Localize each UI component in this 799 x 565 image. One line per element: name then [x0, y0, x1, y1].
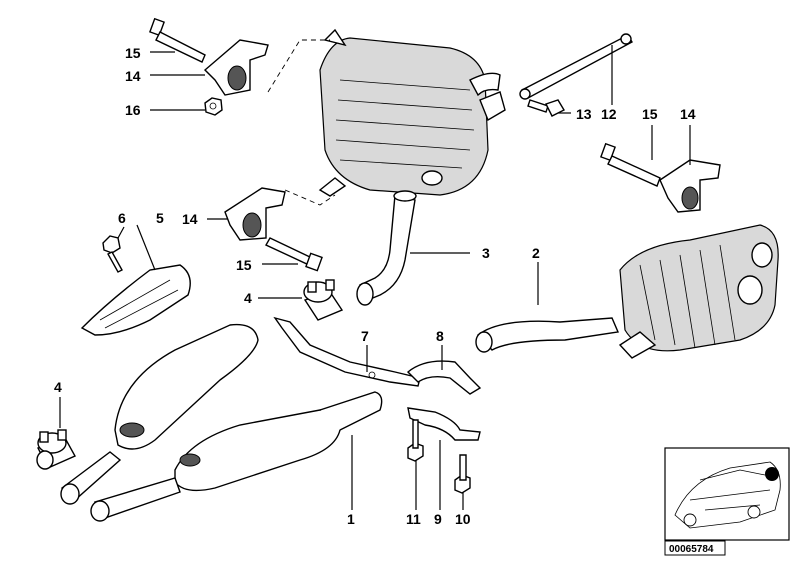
front-silencer-assembly — [60, 323, 383, 522]
bolt-13 — [527, 99, 565, 117]
rear-silencer-right — [475, 224, 779, 359]
connection-lines — [267, 39, 336, 206]
callout-15-top-right: 15 — [642, 106, 658, 122]
bolt-15b — [600, 142, 661, 187]
callout-12: 12 — [601, 106, 617, 122]
pipe-clamp-4b — [36, 429, 76, 470]
highlight-marker-icon — [765, 467, 779, 481]
nut-16 — [204, 97, 223, 116]
callout-4-middle: 4 — [244, 290, 252, 306]
heat-shield-5 — [80, 264, 191, 336]
callout-8: 8 — [436, 328, 444, 344]
tailpipe-section-3 — [356, 190, 417, 306]
screw-10 — [454, 454, 471, 494]
callout-16: 16 — [125, 102, 141, 118]
diagram-reference-number: 00065784 — [669, 544, 714, 555]
callout-14-middle: 14 — [182, 211, 198, 227]
callout-5: 5 — [156, 210, 164, 226]
rubber-mount-14c — [224, 187, 286, 241]
bolt-15c — [265, 237, 323, 272]
callout-15-middle: 15 — [236, 257, 252, 273]
callout-15-top-left: 15 — [125, 45, 141, 61]
clamp-8 — [406, 360, 482, 395]
bracket-7 — [273, 316, 421, 387]
bolt-15a — [149, 17, 206, 63]
callout-14-top-right: 14 — [680, 106, 696, 122]
leader-lines — [59, 45, 691, 510]
strut-12 — [519, 33, 633, 100]
callout-11: 11 — [406, 511, 421, 527]
callout-6: 6 — [118, 210, 126, 226]
callout-13: 13 — [576, 106, 592, 122]
callout-7: 7 — [361, 328, 369, 344]
rear-silencer-upper — [318, 28, 506, 197]
callout-14-top-left: 14 — [125, 68, 141, 84]
screw-11 — [407, 419, 424, 462]
callout-4-left: 4 — [54, 379, 62, 395]
rubber-mount-14b — [659, 159, 721, 213]
screw-6 — [102, 235, 123, 273]
vehicle-locator-inset: 00065784 — [664, 447, 790, 556]
clamp-9 — [407, 407, 481, 441]
rubber-mount-14a — [203, 39, 269, 96]
pipe-clamp-4a — [303, 279, 344, 321]
callout-10: 10 — [455, 511, 471, 527]
callout-2: 2 — [532, 245, 540, 261]
callout-labels: 15 14 16 13 12 15 14 3 2 6 5 14 15 4 7 8… — [54, 45, 696, 527]
callout-1: 1 — [347, 511, 355, 527]
callout-3: 3 — [482, 245, 490, 261]
callout-9: 9 — [434, 511, 442, 527]
